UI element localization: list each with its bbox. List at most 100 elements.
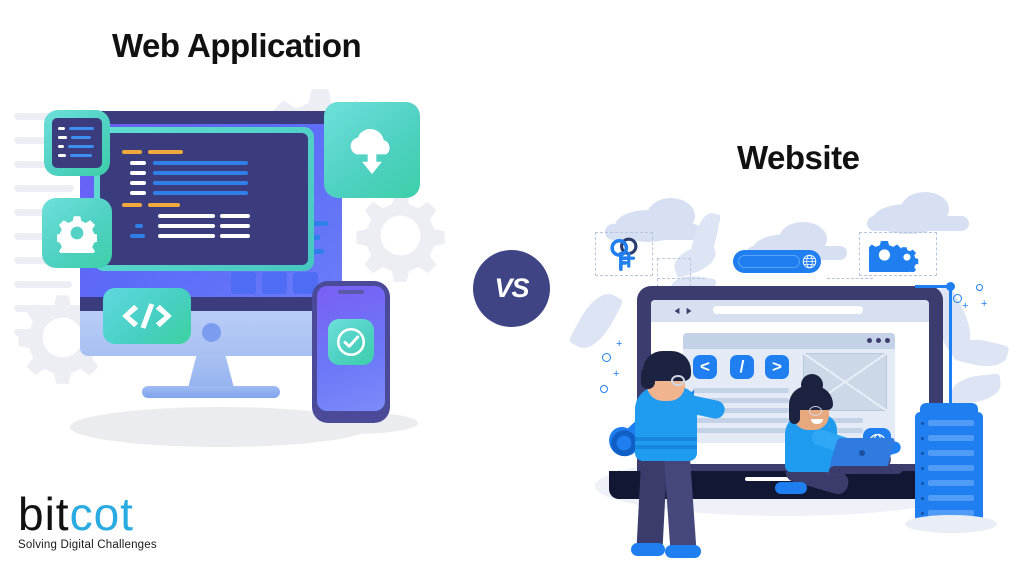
gears-icon[interactable] xyxy=(869,238,921,272)
code-line xyxy=(220,224,250,228)
gear-icon xyxy=(57,216,97,253)
content-line xyxy=(693,398,789,403)
code-line xyxy=(130,181,146,185)
website-illustration: + + + + + < / > xyxy=(568,190,1024,576)
doc-line xyxy=(69,127,94,130)
browser-forward-icon[interactable] xyxy=(685,307,693,315)
leaf-icon xyxy=(949,373,1003,405)
code-tile-right[interactable]: > xyxy=(765,355,789,379)
webpage-card-header xyxy=(683,333,895,349)
phone-notch xyxy=(338,290,364,294)
gear-card[interactable] xyxy=(42,198,112,268)
code-line xyxy=(158,214,215,218)
logo-word-secondary: cot xyxy=(69,488,134,540)
check-circle-icon xyxy=(336,327,366,357)
page-title-web-application: Web Application xyxy=(112,27,362,64)
sparkle-plus-icon: + xyxy=(613,368,620,380)
sparkle-ring xyxy=(602,353,611,362)
monitor-square xyxy=(293,272,318,294)
doc-line xyxy=(68,145,94,148)
logo-word-primary: bit xyxy=(18,488,70,540)
code-tile-left-label: < xyxy=(700,357,710,376)
code-line xyxy=(158,234,215,238)
code-line xyxy=(158,224,215,228)
code-line xyxy=(122,203,142,207)
search-bar[interactable] xyxy=(733,250,821,273)
logo-tagline: Solving Digital Challenges xyxy=(18,539,157,551)
code-tile-middle[interactable]: / xyxy=(730,355,754,379)
server-led xyxy=(921,497,924,500)
server-slot xyxy=(928,510,974,516)
background-gear-icon xyxy=(356,193,445,282)
monitor-square xyxy=(262,272,287,294)
cloud-icon xyxy=(867,216,969,231)
code-brackets-badge[interactable] xyxy=(103,288,191,344)
server-led xyxy=(921,467,924,470)
sparkle-plus-icon: + xyxy=(962,300,969,312)
speed-line xyxy=(14,281,72,288)
page-title-website: Website xyxy=(737,139,860,176)
code-tile-right-label: > xyxy=(772,357,782,376)
monitor-stand-neck xyxy=(188,356,234,388)
code-line xyxy=(220,214,250,218)
dashed-box xyxy=(859,232,937,276)
search-input[interactable] xyxy=(738,255,800,268)
vs-label: VS xyxy=(494,273,529,303)
monitor-top-bar xyxy=(80,111,342,124)
server-rack xyxy=(915,412,983,522)
server-shadow xyxy=(905,515,997,533)
doc-line xyxy=(58,136,67,139)
server-led xyxy=(921,512,924,515)
server-slot xyxy=(928,480,974,486)
code-tile-middle-label: / xyxy=(739,357,745,376)
code-line xyxy=(130,161,146,165)
doc-line xyxy=(58,145,64,148)
sparkle-plus-icon: + xyxy=(981,298,988,310)
antenna xyxy=(949,286,952,412)
content-line xyxy=(693,408,789,413)
code-line xyxy=(135,224,143,228)
window-dot xyxy=(876,338,881,343)
code-line xyxy=(148,203,180,207)
code-line xyxy=(130,191,146,195)
cloud-download-card[interactable] xyxy=(324,102,420,198)
doc-line xyxy=(70,154,92,157)
code-line xyxy=(130,234,145,238)
document-card-inner xyxy=(52,118,102,168)
dashed-connector xyxy=(657,278,705,279)
bitcot-logo[interactable]: bitcot Solving Digital Challenges xyxy=(18,491,157,551)
server-led xyxy=(921,437,924,440)
developer-person-male xyxy=(621,345,731,558)
server-slot xyxy=(928,435,974,441)
server-led xyxy=(921,422,924,425)
window-dot xyxy=(885,338,890,343)
sparkle-plus-icon: + xyxy=(616,338,623,350)
dashed-connector xyxy=(827,278,873,279)
code-line xyxy=(153,161,248,165)
doc-line xyxy=(71,136,91,139)
server-slot xyxy=(928,465,974,471)
sparkle-ring xyxy=(953,294,962,303)
dashed-box xyxy=(595,232,653,276)
check-circle-badge[interactable] xyxy=(328,319,374,365)
antenna-arm xyxy=(915,285,953,288)
document-lines-card[interactable] xyxy=(44,110,110,176)
doc-line xyxy=(58,154,66,157)
code-line xyxy=(148,150,183,154)
server-led xyxy=(921,482,924,485)
server-slot xyxy=(928,495,974,501)
keys-icon[interactable] xyxy=(605,236,643,274)
code-line xyxy=(153,181,248,185)
code-editor-window xyxy=(100,133,308,265)
monitor-stand-foot xyxy=(142,386,280,398)
code-line xyxy=(220,234,250,238)
window-dot xyxy=(867,338,872,343)
web-application-illustration xyxy=(0,85,460,447)
code-tile-left[interactable]: < xyxy=(693,355,717,379)
speed-line xyxy=(14,185,74,192)
laptop-touchpad-notch xyxy=(745,477,803,481)
browser-url-bar[interactable] xyxy=(713,306,863,314)
browser-back-icon[interactable] xyxy=(673,307,681,315)
content-line xyxy=(693,428,789,433)
